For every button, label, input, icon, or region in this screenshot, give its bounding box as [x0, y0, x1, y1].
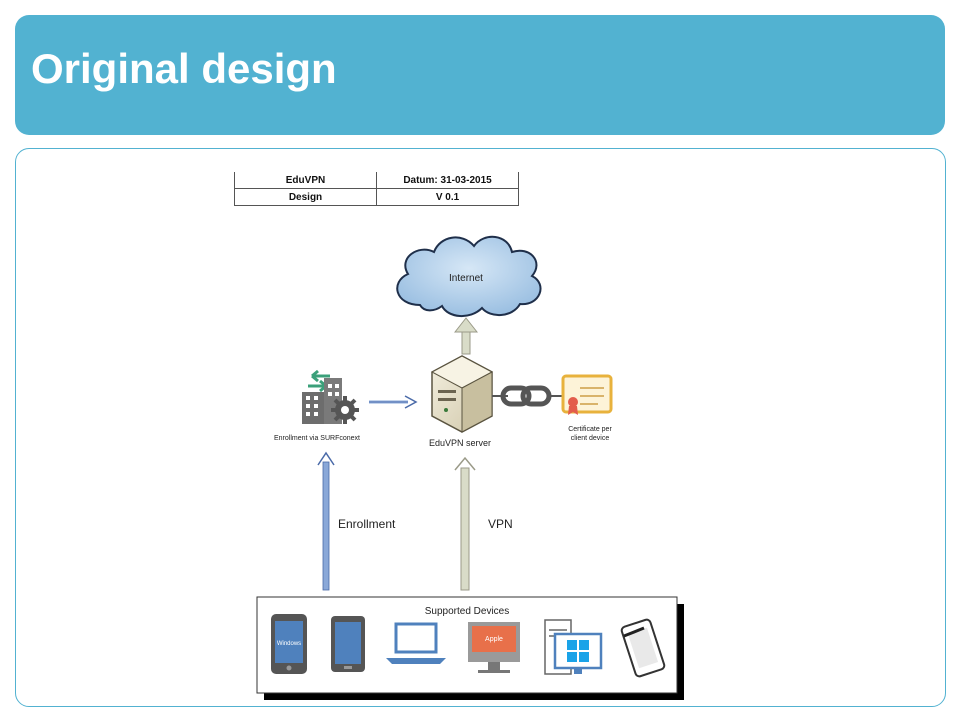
windows-phone-icon [271, 614, 307, 674]
server-label: EduVPN server [429, 438, 491, 448]
vpn-arrow [454, 456, 476, 591]
table-cell-version: V 0.1 [376, 188, 519, 206]
enrollment-arrow-label: Enrollment [338, 517, 396, 531]
server-to-internet-arrow [453, 317, 479, 355]
enrollment-to-server-arrow [369, 395, 418, 409]
apple-label: Apple [485, 636, 503, 643]
certificate-icon [561, 374, 613, 415]
server-icon [430, 355, 494, 433]
enrollment-arrow [317, 451, 335, 591]
internet-label: Internet [449, 273, 483, 284]
supported-devices-title: Supported Devices [425, 606, 510, 617]
certificate-label-line2: client device [571, 435, 610, 442]
title-bar: Original design [15, 15, 945, 135]
supported-devices-box [256, 596, 684, 700]
page-title: Original design [31, 45, 337, 92]
vpn-arrow-label: VPN [488, 517, 513, 531]
tablet-icon [620, 618, 666, 678]
content-frame [15, 148, 946, 707]
windows-phone-label: Windows [277, 641, 301, 647]
document-info-table: EduVPN Datum: 31-03-2015 Design V 0.1 [234, 172, 519, 206]
laptop-icon [386, 622, 446, 664]
smartphone-icon [331, 616, 365, 672]
enrollment-building-icon [302, 369, 359, 424]
chain-link-icon [492, 385, 564, 407]
table-row: Design V 0.1 [234, 188, 519, 206]
apple-monitor-icon [468, 622, 520, 673]
certificate-label-line1: Certificate per [568, 426, 612, 433]
enrollment-node-label: Enrollment via SURFconext [274, 435, 360, 442]
desktop-pc-icon [544, 619, 603, 675]
internet-cloud-icon [396, 236, 542, 317]
table-row: EduVPN Datum: 31-03-2015 [234, 172, 519, 189]
